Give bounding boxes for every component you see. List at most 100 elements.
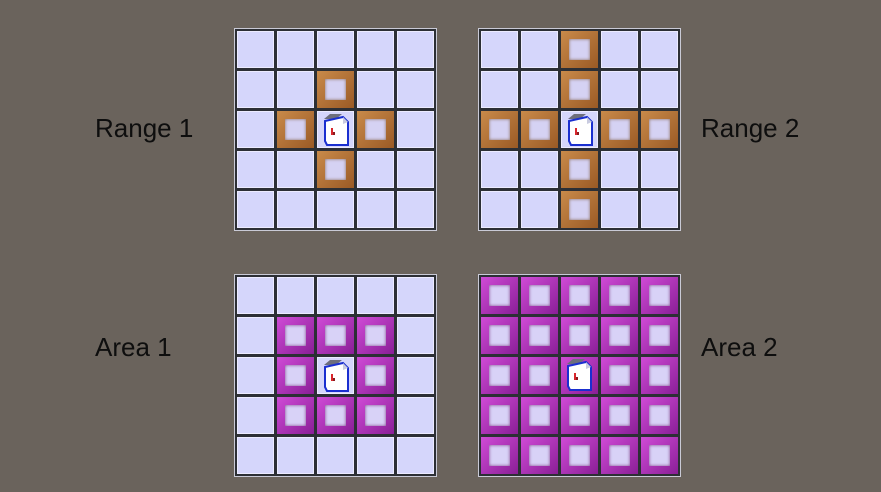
grid-tile[interactable] bbox=[237, 31, 274, 68]
range-tile[interactable] bbox=[561, 71, 598, 108]
area-tile[interactable] bbox=[561, 357, 598, 394]
grid-tile[interactable] bbox=[397, 71, 434, 108]
grid-tile[interactable] bbox=[521, 71, 558, 108]
grid-tile[interactable] bbox=[277, 277, 314, 314]
area-tile[interactable] bbox=[641, 397, 678, 434]
range-tile[interactable] bbox=[317, 71, 354, 108]
grid-tile[interactable] bbox=[521, 31, 558, 68]
area-tile[interactable] bbox=[357, 357, 394, 394]
grid-tile[interactable] bbox=[601, 191, 638, 228]
area-tile[interactable] bbox=[277, 397, 314, 434]
grid-tile[interactable] bbox=[237, 277, 274, 314]
grid-tile[interactable] bbox=[521, 191, 558, 228]
grid-tile[interactable] bbox=[561, 111, 598, 148]
area-tile[interactable] bbox=[561, 437, 598, 474]
grid-tile[interactable] bbox=[317, 357, 354, 394]
grid-tile[interactable] bbox=[601, 31, 638, 68]
area-tile[interactable] bbox=[481, 277, 518, 314]
range-tile[interactable] bbox=[641, 111, 678, 148]
grid-tile[interactable] bbox=[641, 191, 678, 228]
grid-tile[interactable] bbox=[237, 71, 274, 108]
area-tile[interactable] bbox=[521, 277, 558, 314]
grid-tile[interactable] bbox=[237, 357, 274, 394]
area-tile[interactable] bbox=[641, 317, 678, 354]
grid-tile[interactable] bbox=[641, 151, 678, 188]
grid-tile[interactable] bbox=[481, 71, 518, 108]
grid-tile[interactable] bbox=[641, 71, 678, 108]
grid-tile[interactable] bbox=[397, 111, 434, 148]
grid-tile[interactable] bbox=[397, 277, 434, 314]
range-tile[interactable] bbox=[521, 111, 558, 148]
grid-tile[interactable] bbox=[237, 317, 274, 354]
grid-tile[interactable] bbox=[317, 277, 354, 314]
area-tile[interactable] bbox=[641, 357, 678, 394]
game-piece-icon[interactable] bbox=[324, 360, 350, 393]
area-tile[interactable] bbox=[357, 317, 394, 354]
area-tile[interactable] bbox=[641, 277, 678, 314]
area-tile[interactable] bbox=[601, 357, 638, 394]
grid-tile[interactable] bbox=[397, 191, 434, 228]
grid-tile[interactable] bbox=[481, 151, 518, 188]
grid-tile[interactable] bbox=[237, 151, 274, 188]
grid-tile[interactable] bbox=[317, 31, 354, 68]
area-tile[interactable] bbox=[601, 277, 638, 314]
range-tile[interactable] bbox=[357, 111, 394, 148]
grid-tile[interactable] bbox=[481, 31, 518, 68]
grid-tile[interactable] bbox=[397, 151, 434, 188]
grid-tile[interactable] bbox=[317, 111, 354, 148]
area-tile[interactable] bbox=[601, 397, 638, 434]
grid-tile[interactable] bbox=[357, 151, 394, 188]
area-tile[interactable] bbox=[481, 357, 518, 394]
grid-tile[interactable] bbox=[237, 191, 274, 228]
grid-tile[interactable] bbox=[641, 31, 678, 68]
range-tile[interactable] bbox=[561, 191, 598, 228]
grid-tile[interactable] bbox=[237, 397, 274, 434]
range-tile[interactable] bbox=[481, 111, 518, 148]
game-piece-icon[interactable] bbox=[324, 114, 350, 147]
grid-tile[interactable] bbox=[397, 317, 434, 354]
grid-tile[interactable] bbox=[601, 71, 638, 108]
grid-tile[interactable] bbox=[277, 437, 314, 474]
grid-tile[interactable] bbox=[481, 191, 518, 228]
area-tile[interactable] bbox=[357, 397, 394, 434]
area-tile[interactable] bbox=[481, 317, 518, 354]
grid-tile[interactable] bbox=[397, 357, 434, 394]
area-tile[interactable] bbox=[521, 317, 558, 354]
area-tile[interactable] bbox=[561, 277, 598, 314]
grid-tile[interactable] bbox=[277, 71, 314, 108]
grid-tile[interactable] bbox=[397, 437, 434, 474]
grid-tile[interactable] bbox=[357, 31, 394, 68]
area-tile[interactable] bbox=[481, 437, 518, 474]
area-tile[interactable] bbox=[521, 437, 558, 474]
area-tile[interactable] bbox=[277, 357, 314, 394]
area-tile[interactable] bbox=[277, 317, 314, 354]
grid-tile[interactable] bbox=[237, 111, 274, 148]
grid-tile[interactable] bbox=[397, 31, 434, 68]
range-tile[interactable] bbox=[317, 151, 354, 188]
grid-tile[interactable] bbox=[357, 191, 394, 228]
grid-tile[interactable] bbox=[277, 31, 314, 68]
area-tile[interactable] bbox=[601, 317, 638, 354]
range-tile[interactable] bbox=[601, 111, 638, 148]
grid-tile[interactable] bbox=[357, 437, 394, 474]
grid-tile[interactable] bbox=[397, 397, 434, 434]
area-tile[interactable] bbox=[317, 397, 354, 434]
area-tile[interactable] bbox=[561, 397, 598, 434]
area-tile[interactable] bbox=[561, 317, 598, 354]
grid-tile[interactable] bbox=[357, 71, 394, 108]
area-tile[interactable] bbox=[317, 317, 354, 354]
game-piece-icon[interactable] bbox=[568, 114, 594, 147]
grid-tile[interactable] bbox=[277, 151, 314, 188]
area-tile[interactable] bbox=[481, 397, 518, 434]
range-tile[interactable] bbox=[561, 151, 598, 188]
area-tile[interactable] bbox=[601, 437, 638, 474]
grid-tile[interactable] bbox=[237, 437, 274, 474]
area-tile[interactable] bbox=[521, 357, 558, 394]
area-tile[interactable] bbox=[641, 437, 678, 474]
range-tile[interactable] bbox=[561, 31, 598, 68]
range-tile[interactable] bbox=[277, 111, 314, 148]
area-tile[interactable] bbox=[521, 397, 558, 434]
grid-tile[interactable] bbox=[601, 151, 638, 188]
grid-tile[interactable] bbox=[521, 151, 558, 188]
game-piece-icon[interactable] bbox=[567, 359, 593, 392]
